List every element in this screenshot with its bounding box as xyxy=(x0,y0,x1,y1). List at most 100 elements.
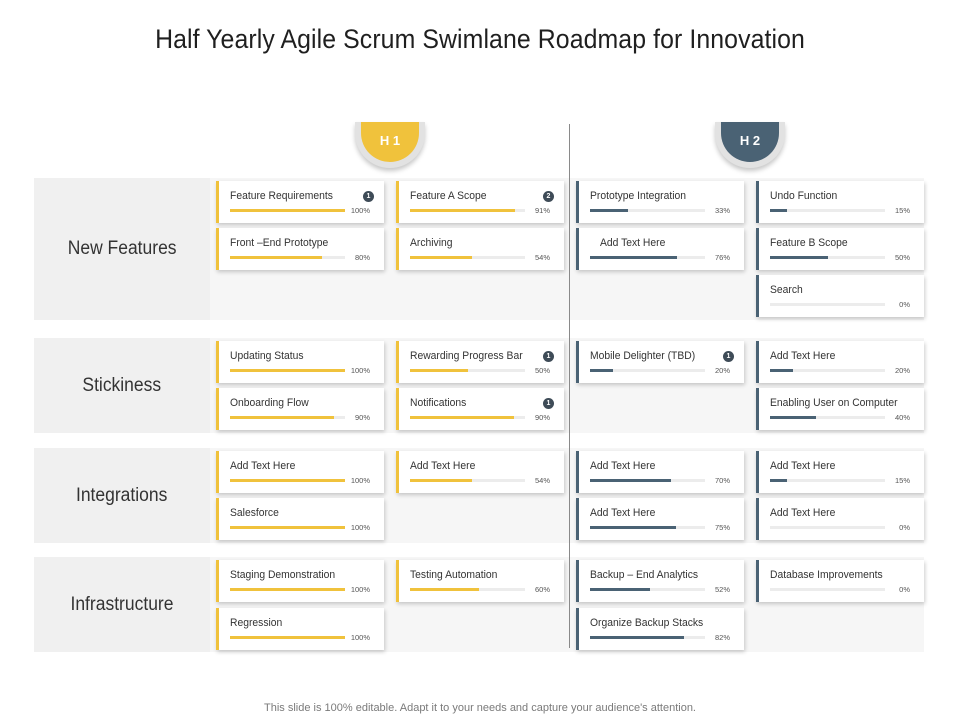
card-title: Notifications xyxy=(410,397,467,409)
count-badge: 1 xyxy=(543,351,554,362)
roadmap-card[interactable]: Updating Status 100% xyxy=(216,341,384,383)
card-title: Feature A Scope xyxy=(410,190,487,202)
progress-bar xyxy=(410,588,525,591)
progress-fill xyxy=(230,369,345,372)
card-title: Add Text Here xyxy=(770,507,836,519)
progress-bar xyxy=(770,526,885,529)
lane-label-text: New Features xyxy=(67,238,177,259)
progress-percent: 82% xyxy=(714,633,730,642)
card-title: Salesforce xyxy=(230,507,279,519)
progress-fill xyxy=(230,636,345,639)
roadmap-card[interactable]: Add Text Here 0% xyxy=(756,498,924,540)
progress-bar xyxy=(770,303,885,306)
progress-percent: 33% xyxy=(714,206,730,215)
progress-fill xyxy=(230,588,345,591)
progress-percent: 91% xyxy=(534,206,550,215)
card-title: Onboarding Flow xyxy=(230,397,309,409)
card-title: Regression xyxy=(230,617,283,629)
progress-bar xyxy=(770,369,885,372)
card-title: Organize Backup Stacks xyxy=(590,617,704,629)
phase-label-h1: H 1 xyxy=(361,122,419,162)
progress-fill xyxy=(410,479,473,482)
progress-percent: 0% xyxy=(899,523,910,532)
card-title: Search xyxy=(770,284,803,296)
card-title: Updating Status xyxy=(230,350,304,362)
progress-percent: 20% xyxy=(894,366,910,375)
progress-percent: 50% xyxy=(534,366,550,375)
card-title: Feature Requirements xyxy=(230,190,333,202)
progress-bar xyxy=(770,479,885,482)
progress-fill xyxy=(590,209,628,212)
card-title: Staging Demonstration xyxy=(230,569,336,581)
progress-bar xyxy=(770,256,885,259)
page-title: Half Yearly Agile Scrum Swimlane Roadmap… xyxy=(155,24,805,54)
progress-percent: 15% xyxy=(894,476,910,485)
progress-percent: 75% xyxy=(714,523,730,532)
progress-percent: 50% xyxy=(894,253,910,262)
progress-bar xyxy=(590,636,705,639)
progress-bar xyxy=(410,416,525,419)
progress-bar xyxy=(230,636,345,639)
progress-fill xyxy=(410,256,473,259)
phase-label-h2: H 2 xyxy=(721,122,779,162)
card-title: Feature B Scope xyxy=(770,237,848,249)
roadmap-card[interactable]: Add Text Here 100% xyxy=(216,451,384,493)
progress-bar xyxy=(590,588,705,591)
roadmap-card[interactable]: Salesforce 100% xyxy=(216,498,384,540)
progress-bar xyxy=(230,479,345,482)
progress-percent: 60% xyxy=(534,585,550,594)
card-title: Prototype Integration xyxy=(590,190,686,202)
roadmap-card[interactable]: Feature B Scope 50% xyxy=(756,228,924,270)
roadmap-card[interactable]: Organize Backup Stacks 82% xyxy=(576,608,744,650)
progress-fill xyxy=(230,479,345,482)
progress-bar xyxy=(410,256,525,259)
roadmap-card[interactable]: Feature A Scope 2 91% xyxy=(396,181,564,223)
count-badge: 2 xyxy=(543,191,554,202)
progress-fill xyxy=(230,256,322,259)
progress-fill xyxy=(770,256,828,259)
progress-fill xyxy=(230,209,345,212)
count-badge: 1 xyxy=(723,351,734,362)
card-title: Add Text Here xyxy=(410,460,476,472)
progress-percent: 0% xyxy=(899,585,910,594)
progress-bar xyxy=(590,526,705,529)
progress-bar xyxy=(230,416,345,419)
roadmap-card[interactable]: Search 0% xyxy=(756,275,924,317)
roadmap-card[interactable]: Prototype Integration 33% xyxy=(576,181,744,223)
count-badge: 1 xyxy=(543,398,554,409)
progress-bar xyxy=(410,479,525,482)
progress-percent: 100% xyxy=(350,523,370,532)
roadmap-card[interactable]: Testing Automation 60% xyxy=(396,560,564,602)
progress-percent: 0% xyxy=(899,300,910,309)
progress-bar xyxy=(410,369,525,372)
progress-percent: 100% xyxy=(350,476,370,485)
phase-divider xyxy=(569,124,570,648)
progress-fill xyxy=(770,369,793,372)
progress-percent: 100% xyxy=(350,366,370,375)
roadmap-card[interactable]: Add Text Here 20% xyxy=(756,341,924,383)
card-title: Add Text Here xyxy=(230,460,296,472)
card-title: Testing Automation xyxy=(410,569,498,581)
card-title: Add Text Here xyxy=(770,350,836,362)
progress-bar xyxy=(230,256,345,259)
card-title: Backup – End Analytics xyxy=(590,569,699,581)
lane-label-text: Infrastructure xyxy=(70,593,174,615)
